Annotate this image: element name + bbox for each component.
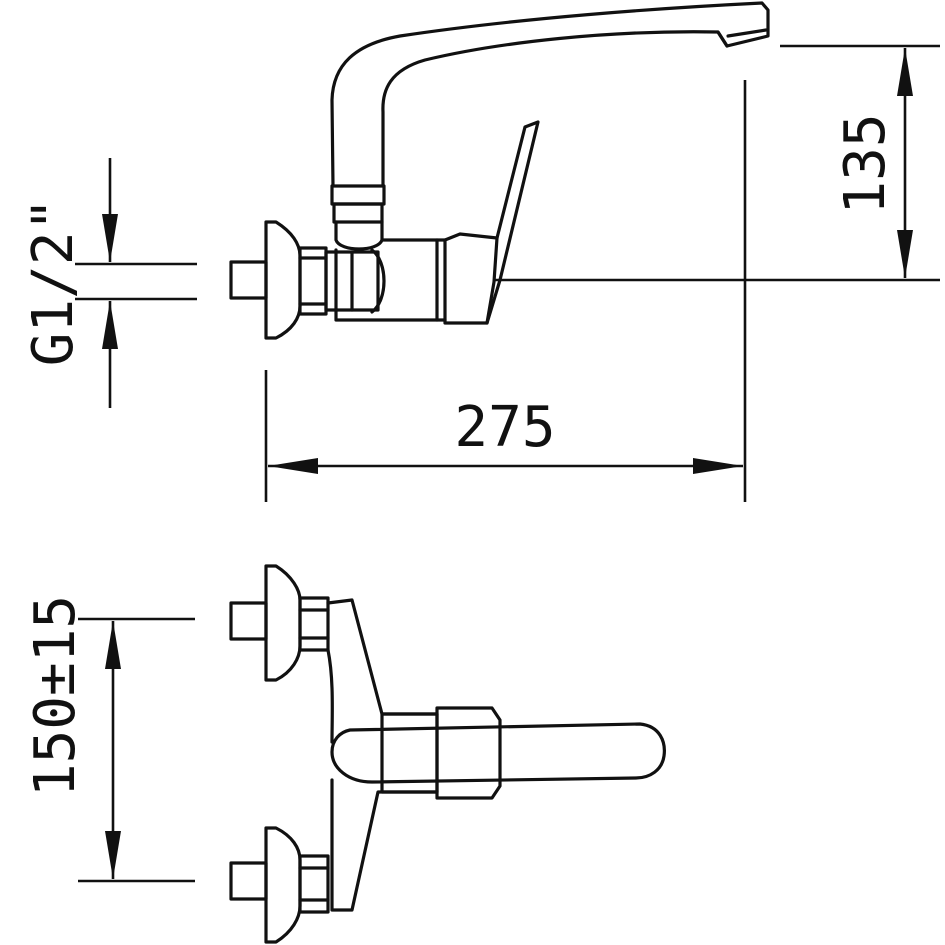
lower-pipe-stub [229,861,268,901]
dim-thread-arrow-top [102,214,118,262]
body-housing [334,238,447,322]
dimension-275: 275 [264,80,747,502]
spout-top [330,722,666,784]
dimension-150: 150±15 [23,595,195,883]
lower-rosette [264,826,302,944]
union-nut-curve [370,248,386,314]
spout-tip [716,28,768,48]
dim-thread-arrow-bottom [102,301,118,349]
dim-275-label: 275 [454,395,555,460]
upper-rosette [264,564,302,682]
lever-handle [485,120,540,325]
dim-135-label: 135 [833,113,898,214]
wall-pipe-stub [229,260,268,300]
upper-pipe-stub [229,601,268,641]
dimension-thread: G1/2" [21,158,197,408]
swivel-collar-lower [332,202,384,224]
swivel-collar-upper [330,184,386,206]
dim-135-arrow-top [897,48,913,96]
dim-275-arrow-left [268,458,318,474]
cartridge-block [435,232,499,325]
hex-connector-edges [298,256,328,306]
dim-150-arrow-top [105,621,121,669]
wall-rosette [264,220,302,340]
top-view-faucet [229,564,666,944]
cartridge-cap [435,706,502,800]
dim-thread-label: G1/2" [21,198,86,367]
lower-hex [298,854,330,914]
dimension-135: 135 [495,44,940,282]
dim-150-arrow-bottom [105,831,121,879]
lower-hex-edges [298,866,330,902]
dim-150-label: 150±15 [23,595,88,797]
dim-135-arrow-bottom [897,230,913,278]
side-view-faucet [229,1,770,340]
spout-outline [330,1,770,188]
upper-hex [298,596,330,652]
upper-hex-edges [298,608,330,640]
swivel-neck [334,220,384,251]
dim-275-arrow-right [693,458,743,474]
